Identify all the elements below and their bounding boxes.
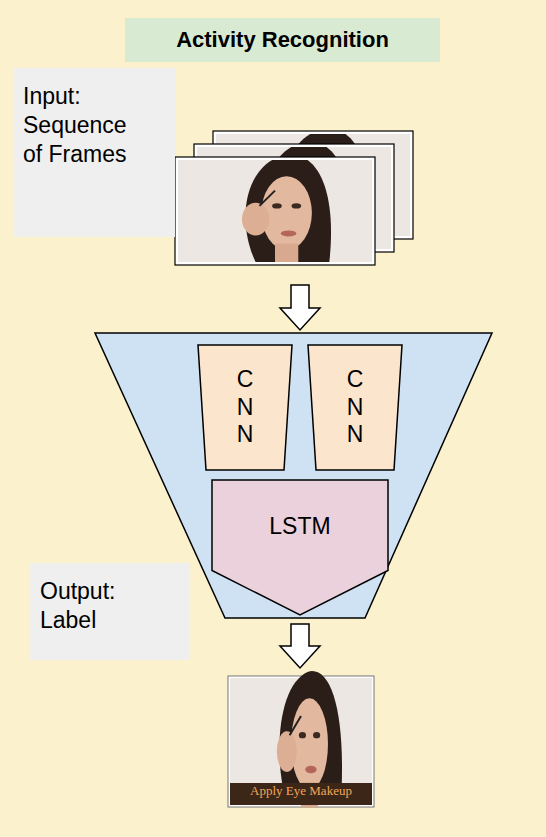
- frame-stack: [175, 128, 413, 265]
- block-shape: [212, 480, 388, 615]
- diagram-title: Activity Recognition: [176, 27, 389, 53]
- flow-arrow: [280, 285, 320, 330]
- box-label: Output: Label: [40, 577, 155, 635]
- block-label: C N N: [237, 366, 254, 449]
- input-label-box: Input: Sequence of Frames: [13, 68, 175, 237]
- title-box: Activity Recognition: [125, 18, 440, 62]
- cnn-block: C N N: [198, 345, 292, 470]
- block-shape: [198, 345, 292, 470]
- block-shape: [308, 345, 402, 470]
- cnn-block: C N N: [308, 345, 402, 470]
- block-label: C N N: [347, 366, 364, 449]
- block-label: LSTM: [269, 512, 330, 541]
- box-label: Input: Sequence of Frames: [23, 82, 138, 168]
- output-frame: [228, 671, 374, 807]
- lstm-outline: [212, 480, 388, 615]
- lstm-block: LSTM: [212, 480, 388, 615]
- output-label-box: Output: Label: [30, 563, 190, 660]
- flow-arrow: [280, 624, 320, 668]
- caption-overlay: Apply Eye Makeup: [230, 783, 372, 805]
